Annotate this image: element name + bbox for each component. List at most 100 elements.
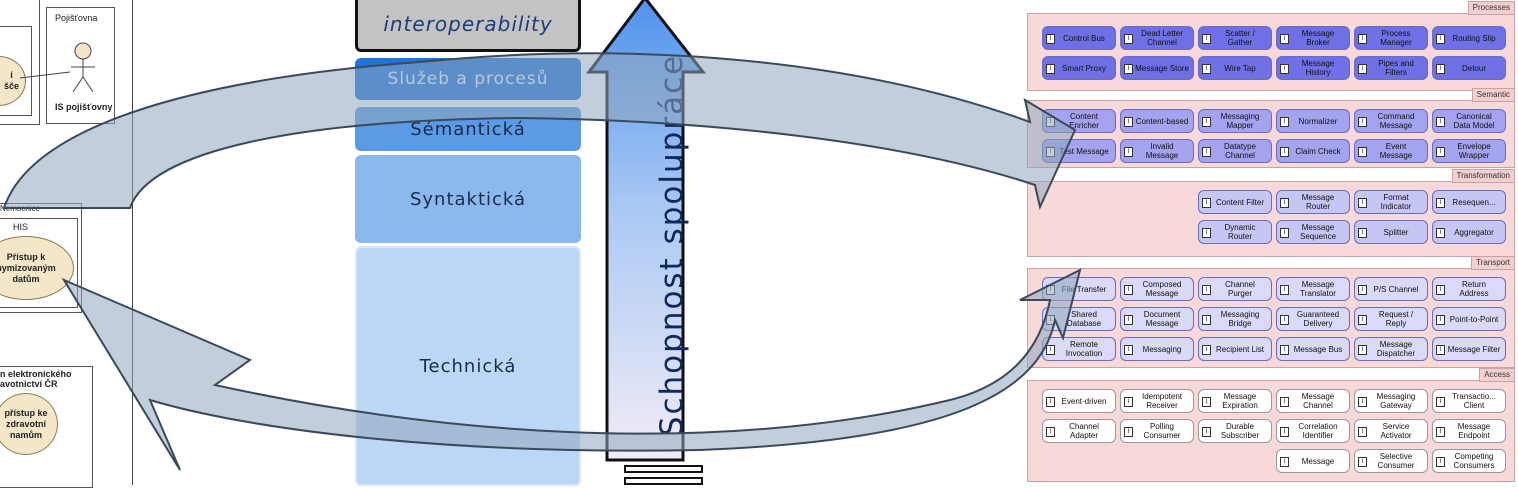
pattern-label: Splitter	[1383, 227, 1409, 237]
pattern-label: Wire Tap	[1224, 63, 1256, 73]
actor-association-line	[20, 71, 71, 79]
pattern-tile[interactable]: I Request / Reply	[1354, 307, 1428, 331]
pattern-label: Message Channel	[1301, 392, 1335, 410]
pattern-icon: I	[1046, 397, 1055, 407]
pattern-icon: I	[1436, 345, 1445, 355]
pattern-icon: I	[1436, 117, 1445, 127]
pattern-label: Message Router	[1301, 193, 1335, 211]
pattern-icon: I	[1202, 345, 1211, 355]
pattern-tile[interactable]: I Process Manager	[1354, 26, 1428, 50]
capability-arrow	[585, 0, 707, 485]
pattern-icon: I	[1358, 315, 1367, 325]
pattern-label: Channel Purger	[1225, 280, 1255, 298]
pattern-icon: I	[1358, 34, 1367, 44]
pattern-icon: I	[1280, 117, 1289, 127]
pattern-tile[interactable]: I Canonical Data Model	[1432, 109, 1506, 133]
left-frame-line	[132, 0, 133, 485]
pattern-icon: I	[1202, 34, 1211, 44]
pattern-label: Routing Slip	[1452, 33, 1496, 43]
pattern-icon: I	[1202, 315, 1211, 325]
pattern-label: Message Store	[1135, 63, 1189, 73]
pattern-icon: I	[1436, 427, 1445, 437]
pattern-label: Selective Consumer	[1377, 452, 1415, 470]
pattern-icon: I	[1046, 117, 1055, 127]
pattern-icon: I	[1124, 64, 1133, 74]
pattern-label: Process Manager	[1380, 29, 1412, 47]
pattern-label: Competing Consumers	[1453, 452, 1495, 470]
ehealth-box-title: n elektronického avotnictví ČR	[0, 369, 72, 389]
pattern-label: Shared Database	[1066, 310, 1102, 328]
pattern-label: Messaging	[1142, 344, 1182, 354]
pattern-icon: I	[1280, 147, 1289, 157]
pattern-label: Canonical Data Model	[1453, 112, 1495, 130]
pattern-label: Channel Adapter	[1069, 422, 1099, 440]
pattern-label: Document Message	[1143, 310, 1181, 328]
pattern-label: Request / Reply	[1378, 310, 1414, 328]
pattern-label: Detour	[1461, 63, 1486, 73]
